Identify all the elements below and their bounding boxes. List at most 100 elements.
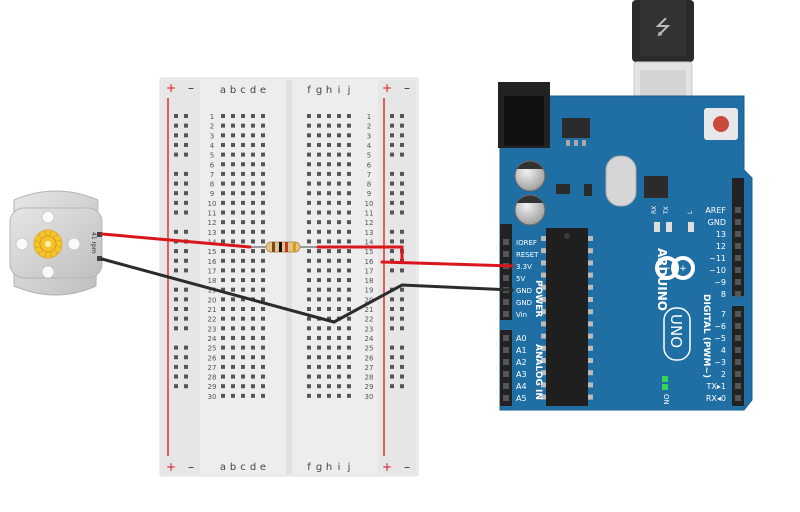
arduino-uno-board[interactable]: RX TX L − + ARDUINO UNO ON POWER ANALOG … xyxy=(498,82,753,411)
column-label: a xyxy=(220,85,226,96)
wires[interactable] xyxy=(100,232,514,324)
column-label: b xyxy=(230,462,236,473)
row-number-label: 1 xyxy=(210,113,214,121)
row-number-label: 24 xyxy=(365,335,374,343)
dc-motor[interactable]: 41 rpm xyxy=(9,190,103,296)
wire-black-motor[interactable] xyxy=(100,257,336,324)
pin-headers[interactable] xyxy=(500,178,744,406)
column-label: i xyxy=(338,85,341,96)
row-number-label: 28 xyxy=(208,374,217,382)
header-pin[interactable] xyxy=(503,359,509,365)
row-number-label: 16 xyxy=(208,258,217,266)
analog-pin-label: A4 xyxy=(516,382,527,391)
analog-pin-label: A2 xyxy=(516,358,527,367)
rail-minus-label: – xyxy=(188,81,194,95)
column-label: j xyxy=(347,462,351,473)
row-number-label: 14 xyxy=(365,238,374,246)
header-pin[interactable] xyxy=(503,239,509,245)
header-pin[interactable] xyxy=(735,291,741,297)
header-pin[interactable] xyxy=(735,243,741,249)
wire-black-arduino[interactable] xyxy=(332,283,514,324)
row-number-label: 22 xyxy=(208,316,217,324)
row-number-label: 23 xyxy=(365,325,374,333)
digital-pin-label: 4 xyxy=(721,346,726,355)
row-number-label: 25 xyxy=(208,345,217,353)
header-pin[interactable] xyxy=(735,279,741,285)
column-label: e xyxy=(260,462,266,473)
header-pin[interactable] xyxy=(735,219,741,225)
row-number-label: 9 xyxy=(367,190,371,198)
power-pin-label: Vin xyxy=(516,311,527,319)
wire-red-arduino[interactable] xyxy=(380,260,514,268)
header-pin[interactable] xyxy=(503,371,509,377)
analog-section-label: ANALOG IN xyxy=(533,344,543,400)
row-number-label: 7 xyxy=(210,171,214,179)
header-pin[interactable] xyxy=(735,311,741,317)
header-pin[interactable] xyxy=(735,267,741,273)
column-label: g xyxy=(316,462,322,473)
analog-pin-label: A5 xyxy=(516,394,527,403)
column-label: g xyxy=(316,85,322,96)
header-pin[interactable] xyxy=(503,275,509,281)
digital-pin-label: 8 xyxy=(721,290,726,299)
analog-pin-label: A3 xyxy=(516,370,527,379)
row-number-label: 2 xyxy=(367,123,371,131)
usb-symbol-icon: ⭍ xyxy=(655,15,672,39)
row-number-label: 12 xyxy=(208,219,217,227)
row-number-label: 22 xyxy=(365,316,374,324)
digital-section-label: DIGITAL (PWM~) xyxy=(701,294,711,378)
row-number-label: 27 xyxy=(208,364,217,372)
header-pin[interactable] xyxy=(735,347,741,353)
header-pin[interactable] xyxy=(735,359,741,365)
digital-pin-label: ~5 xyxy=(714,334,726,343)
resistor[interactable] xyxy=(250,241,318,253)
wire-red-jumper[interactable] xyxy=(316,245,404,264)
row-number-label: 17 xyxy=(365,267,374,275)
header-pin[interactable] xyxy=(735,371,741,377)
row-number-label: 5 xyxy=(210,152,214,160)
arduino-model: UNO xyxy=(667,314,685,348)
header-pin[interactable] xyxy=(503,299,509,305)
power-pin-label: 5V xyxy=(516,275,525,283)
column-label: d xyxy=(250,462,256,473)
on-led xyxy=(662,376,668,382)
column-label: i xyxy=(338,462,341,473)
tx-label: TX xyxy=(663,206,670,215)
power-pin-label: GND xyxy=(516,299,532,307)
header-pin[interactable] xyxy=(735,207,741,213)
header-pin[interactable] xyxy=(503,383,509,389)
header-pin[interactable] xyxy=(735,383,741,389)
header-pin[interactable] xyxy=(735,395,741,401)
power-pin-label: 3.3V xyxy=(516,263,532,271)
header-pin[interactable] xyxy=(503,311,509,317)
header-pin[interactable] xyxy=(503,347,509,353)
rail-plus-label-bottom: + xyxy=(166,460,176,474)
arduino-logo: − + xyxy=(655,256,695,280)
rail-plus-label: + xyxy=(166,81,176,95)
row-number-label: 30 xyxy=(208,393,217,401)
wire-red-motor[interactable] xyxy=(100,232,252,249)
header-pin[interactable] xyxy=(503,251,509,257)
power-pin-label: GND xyxy=(516,287,532,295)
header-pin[interactable] xyxy=(735,323,741,329)
motor-speed-label: 41 rpm xyxy=(90,232,97,254)
digital-pin-label: ~10 xyxy=(709,266,726,275)
column-label: b xyxy=(230,85,236,96)
power-pin-label: RESET xyxy=(516,251,539,259)
row-number-label: 3 xyxy=(210,132,214,140)
header-pin[interactable] xyxy=(735,255,741,261)
header-pin[interactable] xyxy=(503,395,509,401)
digital-pin-label: ~11 xyxy=(709,254,726,263)
digital-pin-label: AREF xyxy=(705,206,726,215)
row-number-label: 5 xyxy=(367,152,371,160)
row-number-label: 19 xyxy=(208,287,217,295)
header-pin[interactable] xyxy=(503,335,509,341)
digital-pin-label: ~9 xyxy=(714,278,726,287)
header-pin[interactable] xyxy=(735,231,741,237)
power-pin-label: IOREF xyxy=(516,239,537,247)
digital-pin-label: RX◂0 xyxy=(706,394,726,403)
column-label: c xyxy=(240,462,246,473)
header-pin[interactable] xyxy=(735,335,741,341)
